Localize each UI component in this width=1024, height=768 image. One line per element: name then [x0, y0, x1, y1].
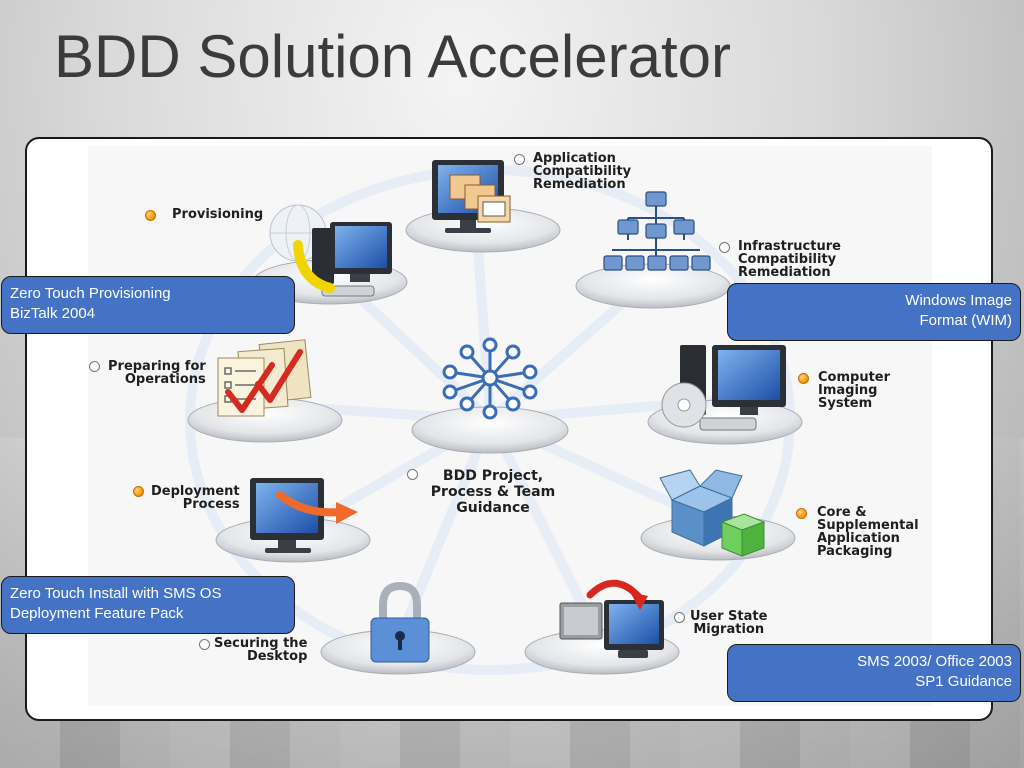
- checklist-documents-icon: [217, 339, 312, 417]
- bullet-app-compat: [514, 154, 525, 165]
- bullet-hub: [407, 469, 418, 480]
- package-box-icon: [659, 469, 766, 557]
- computer-with-disc-icon: [661, 345, 786, 431]
- bullet-securing: [199, 639, 210, 650]
- bullet-packaging: [796, 508, 807, 519]
- bullet-provisioning: [145, 210, 156, 221]
- globe-computer-icon: [269, 204, 392, 297]
- callout-zero-touch-install: Zero Touch Install with SMS OS Deploymen…: [1, 576, 295, 634]
- computer-migration-icon: [559, 579, 664, 658]
- bullet-operations: [89, 361, 100, 372]
- node-label-deployment: Deployment Process: [151, 484, 240, 512]
- callout-sms-office: SMS 2003/ Office 2003 SP1 Guidance: [727, 644, 1021, 702]
- callout-wim: Windows Image Format (WIM): [727, 283, 1021, 341]
- node-label-provisioning: Provisioning: [172, 207, 264, 222]
- org-network-icon: [603, 191, 711, 271]
- bullet-infra-compat: [719, 242, 730, 253]
- node-label-packaging: Core & Supplemental Application Packagin…: [817, 505, 919, 559]
- node-label-app-compat: Application Compatibility Remediation: [533, 151, 632, 192]
- bullet-imaging: [798, 373, 809, 384]
- node-label-imaging: Computer Imaging System: [818, 370, 891, 411]
- monitor-with-windows-icon: [432, 160, 511, 233]
- callout-zero-touch-provisioning: Zero Touch Provisioning BizTalk 2004: [1, 276, 295, 334]
- node-label-infra-compat: Infrastructure Compatibility Remediation: [738, 239, 841, 280]
- bullet-user-state: [674, 612, 685, 623]
- monitor-arrow-icon: [250, 478, 358, 553]
- bullet-deployment: [133, 486, 144, 497]
- node-label-securing: Securing the Desktop: [214, 636, 308, 664]
- hub-label: BDD Project, Process & Team Guidance: [430, 468, 556, 516]
- node-label-user-state: User State Migration: [690, 609, 768, 637]
- network-hub-icon: [442, 337, 538, 420]
- slide-title: BDD Solution Accelerator: [54, 23, 731, 90]
- node-label-operations: Preparing for Operations: [108, 359, 206, 387]
- padlock-icon: [370, 581, 430, 663]
